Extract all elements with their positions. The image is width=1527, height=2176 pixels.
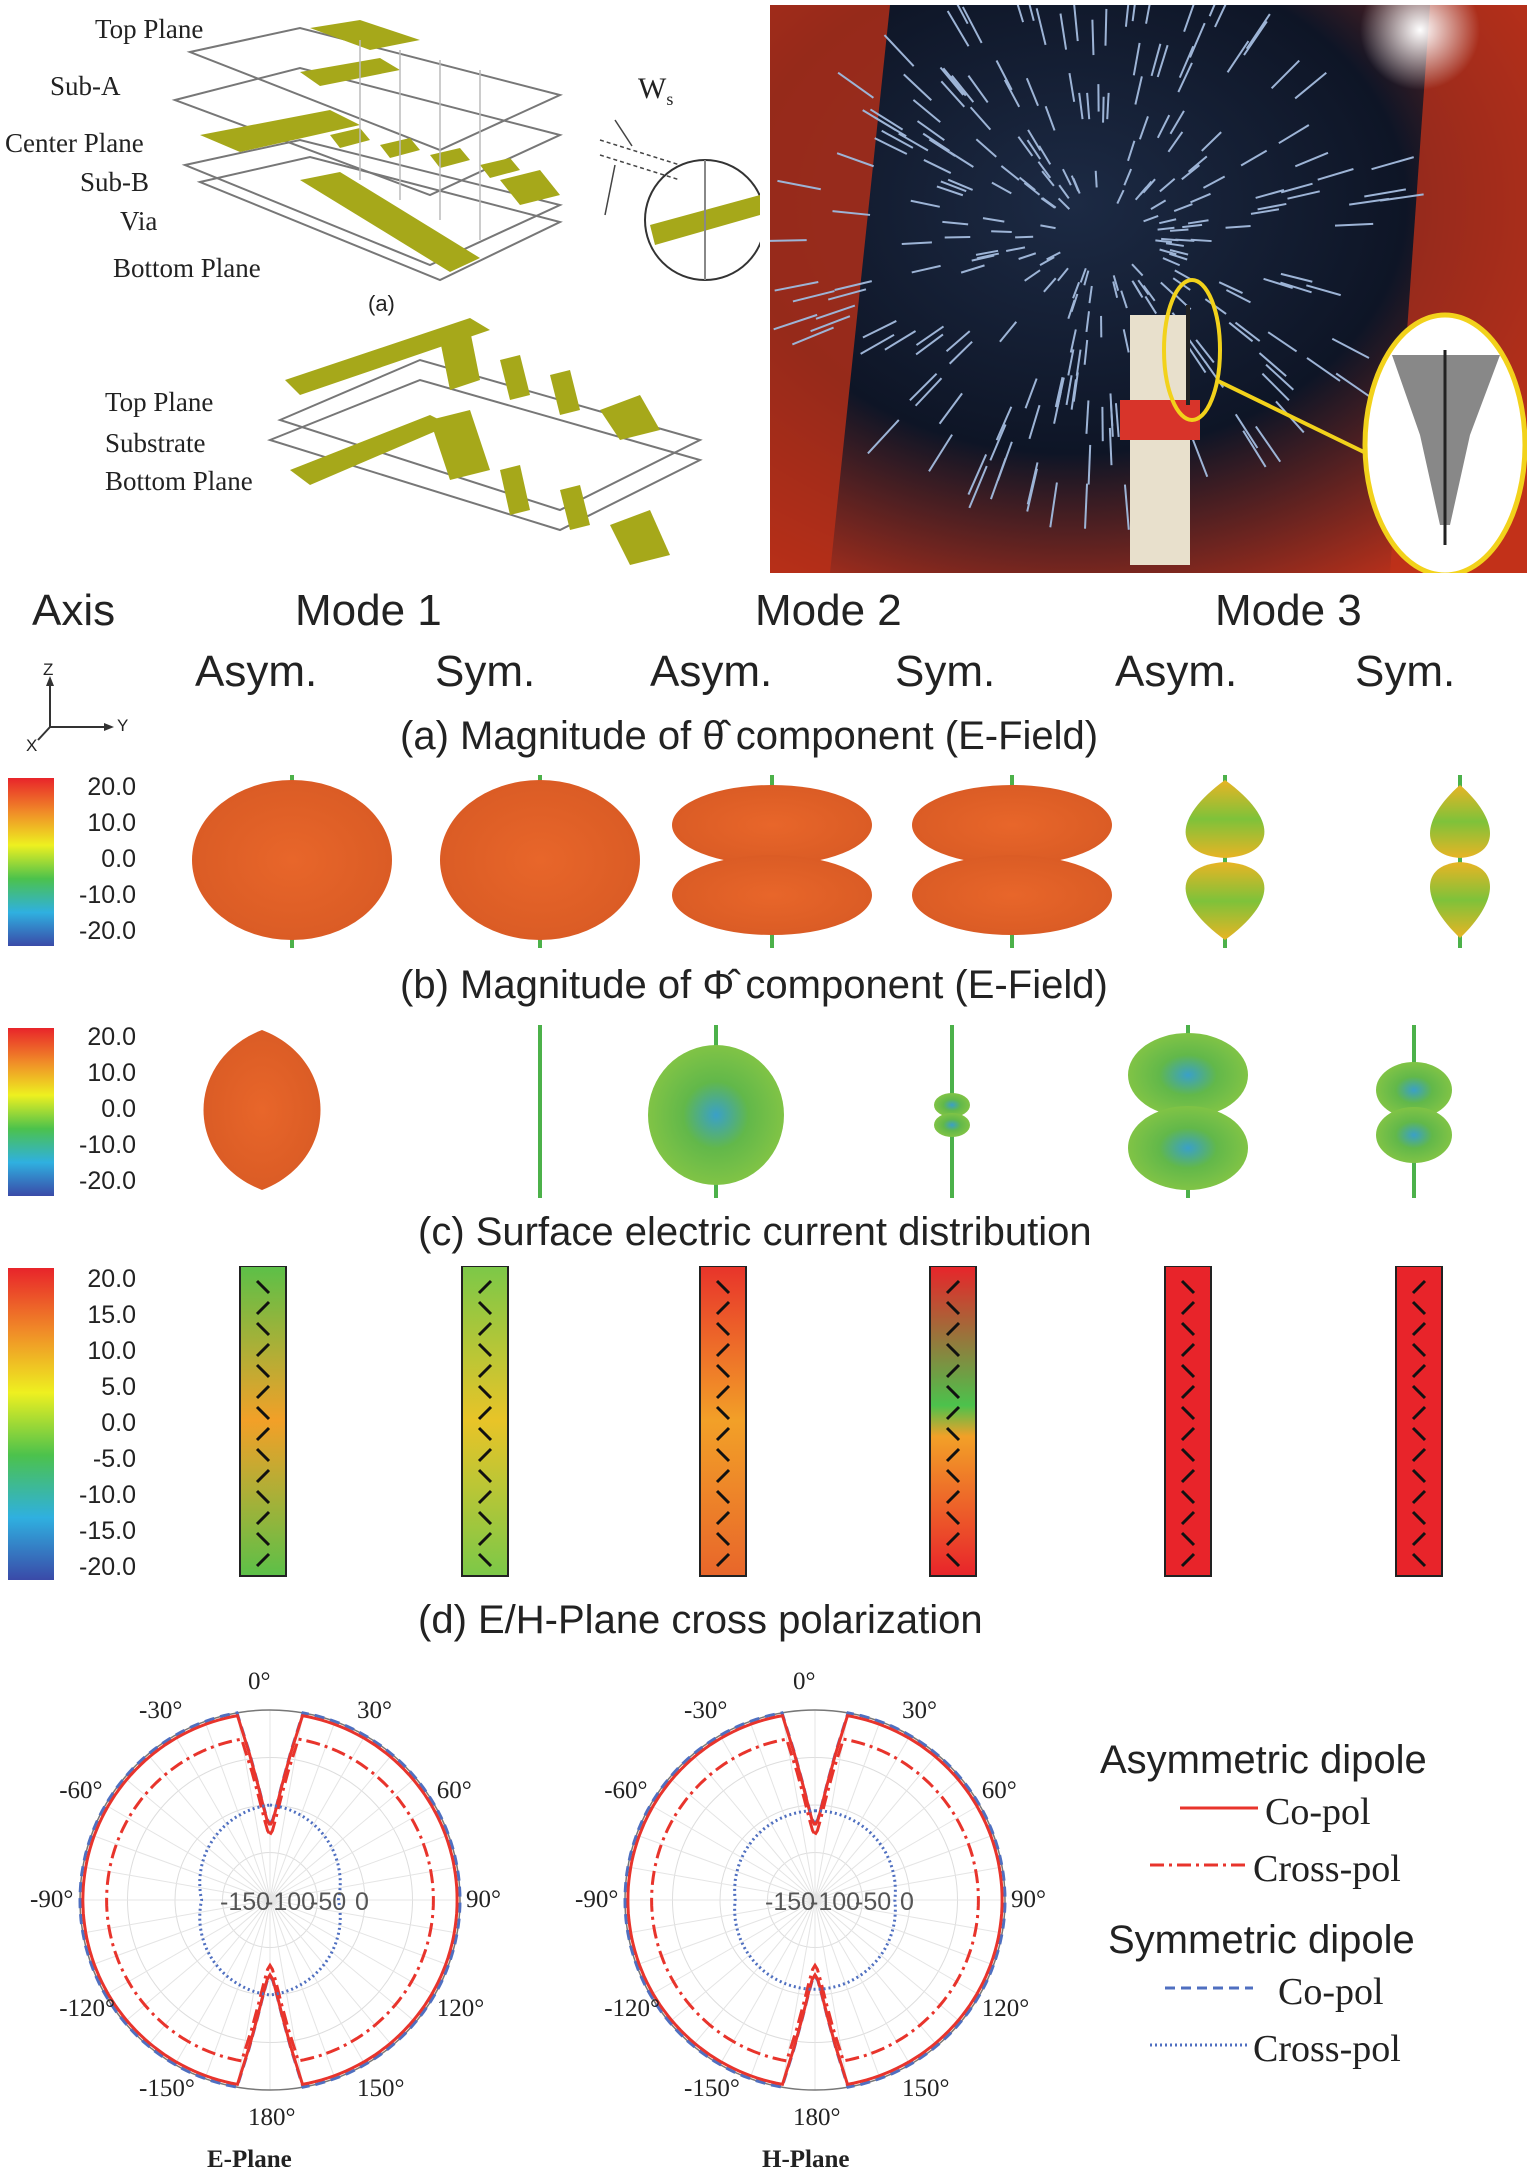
polar-angle-label: 30° bbox=[357, 1697, 392, 1725]
type-header-3: Asym. bbox=[650, 647, 772, 697]
polar-angle-label: -60° bbox=[604, 1777, 647, 1805]
polar-radial-label: 0 bbox=[355, 1888, 369, 1917]
layer-label-top-plane-b: Top Plane bbox=[105, 387, 213, 418]
cb1-tick-3: -10.0 bbox=[48, 881, 136, 910]
mode-1-header: Mode 1 bbox=[295, 586, 442, 636]
layer-label-via: Via bbox=[120, 206, 157, 237]
polar-angle-label: 90° bbox=[1011, 1886, 1046, 1914]
cb3-tick-0: 20.0 bbox=[48, 1265, 136, 1294]
h-plane-title: H-Plane bbox=[762, 2146, 850, 2174]
legend-asym-crosspol-label: Cross-pol bbox=[1253, 1847, 1401, 1891]
polar-radial-label: -50 bbox=[310, 1888, 346, 1917]
legend-asym-copol-label: Co-pol bbox=[1265, 1790, 1371, 1834]
polar-angle-label: 60° bbox=[982, 1777, 1017, 1805]
type-header-4: Sym. bbox=[895, 647, 995, 697]
layer-label-sub-b: Sub-B bbox=[80, 167, 149, 198]
axis-header: Axis bbox=[32, 586, 115, 636]
mode-3-header: Mode 3 bbox=[1215, 586, 1362, 636]
polar-angle-label: -120° bbox=[59, 1995, 115, 2023]
polar-angle-label: 90° bbox=[466, 1886, 501, 1914]
anechoic-chamber-photo bbox=[770, 5, 1527, 573]
cb3-tick-4: 0.0 bbox=[48, 1409, 136, 1438]
polar-angle-label: 180° bbox=[248, 2104, 296, 2132]
current-distribution-row bbox=[200, 1266, 1500, 1581]
polar-angle-label: 30° bbox=[902, 1697, 937, 1725]
cb3-tick-5: -5.0 bbox=[48, 1445, 136, 1474]
axis-label-x: X bbox=[26, 736, 37, 756]
polar-radial-label: -150 bbox=[765, 1888, 815, 1917]
legend-sym-title: Symmetric dipole bbox=[1108, 1918, 1415, 1963]
legend-asym-crosspol-line bbox=[1150, 1855, 1250, 1875]
polar-angle-label: 0° bbox=[793, 1668, 816, 1696]
cb2-tick-4: -20.0 bbox=[48, 1167, 136, 1196]
legend-sym-crosspol-line bbox=[1150, 2035, 1250, 2055]
cb3-tick-2: 10.0 bbox=[48, 1337, 136, 1366]
layer-label-top-plane: Top Plane bbox=[95, 14, 203, 45]
polar-angle-label: -60° bbox=[59, 1777, 102, 1805]
cb1-tick-1: 10.0 bbox=[48, 809, 136, 838]
polar-angle-label: 120° bbox=[437, 1995, 485, 2023]
cb3-tick-7: -15.0 bbox=[48, 1517, 136, 1546]
layer-label-sub-a: Sub-A bbox=[50, 71, 121, 102]
polar-angle-label: -150° bbox=[139, 2075, 195, 2103]
row-title-current: (c) Surface electric current distributio… bbox=[418, 1210, 1092, 1255]
layer-label-center-plane: Center Plane bbox=[5, 128, 144, 159]
polar-angle-label: -30° bbox=[684, 1697, 727, 1725]
polar-angle-label: 120° bbox=[982, 1995, 1030, 2023]
ws-label: W bbox=[638, 72, 666, 105]
polar-radial-label: -150 bbox=[220, 1888, 270, 1917]
type-header-6: Sym. bbox=[1355, 647, 1455, 697]
e-plane-title: E-Plane bbox=[207, 2146, 292, 2174]
layer-label-bottom-plane: Bottom Plane bbox=[113, 253, 261, 284]
cb1-tick-0: 20.0 bbox=[48, 773, 136, 802]
legend-asym-title: Asymmetric dipole bbox=[1100, 1738, 1427, 1783]
row-title-phi: (b) Magnitude of Φ̂ component (E-Field) bbox=[400, 963, 1108, 1008]
polar-radial-label: -50 bbox=[855, 1888, 891, 1917]
polar-angle-label: 150° bbox=[902, 2075, 950, 2103]
polar-angle-label: -150° bbox=[684, 2075, 740, 2103]
axis-label-z: Z bbox=[43, 660, 53, 680]
type-header-2: Sym. bbox=[435, 647, 535, 697]
layer-label-bottom-plane-b: Bottom Plane bbox=[105, 466, 253, 497]
cb3-tick-8: -20.0 bbox=[48, 1553, 136, 1582]
polar-radial-label: -100 bbox=[265, 1888, 315, 1917]
cb2-tick-3: -10.0 bbox=[48, 1131, 136, 1160]
cb3-tick-6: -10.0 bbox=[48, 1481, 136, 1510]
legend-sym-copol-line bbox=[1165, 1978, 1255, 1998]
ws-subscript: s bbox=[666, 89, 673, 109]
row-title-theta: (a) Magnitude of θ̂ component (E-Field) bbox=[400, 714, 1098, 759]
polar-radial-label: 0 bbox=[900, 1888, 914, 1917]
type-header-5: Asym. bbox=[1115, 647, 1237, 697]
polar-angle-label: 180° bbox=[793, 2104, 841, 2132]
cb3-tick-3: 5.0 bbox=[48, 1373, 136, 1402]
type-header-1: Asym. bbox=[195, 647, 317, 697]
row-title-crosspol: (d) E/H-Plane cross polarization bbox=[418, 1598, 983, 1643]
layer-label-substrate: Substrate bbox=[105, 428, 206, 459]
polar-angle-label: -120° bbox=[604, 1995, 660, 2023]
cb1-tick-2: 0.0 bbox=[48, 845, 136, 874]
legend-asym-copol-line bbox=[1180, 1798, 1260, 1818]
phi-pattern-row bbox=[170, 1020, 1520, 1205]
legend-sym-crosspol-label: Cross-pol bbox=[1253, 2027, 1401, 2071]
polar-angle-label: 150° bbox=[357, 2075, 405, 2103]
subfigure-a-label: (a) bbox=[368, 291, 395, 317]
legend-sym-copol-label: Co-pol bbox=[1278, 1970, 1384, 2014]
cb2-tick-0: 20.0 bbox=[48, 1023, 136, 1052]
mode-2-header: Mode 2 bbox=[755, 586, 902, 636]
polar-angle-label: 60° bbox=[437, 1777, 472, 1805]
cb1-tick-4: -20.0 bbox=[48, 917, 136, 946]
cb3-tick-1: 15.0 bbox=[48, 1301, 136, 1330]
polar-angle-label: -30° bbox=[139, 1697, 182, 1725]
axis-label-y: Y bbox=[117, 716, 128, 736]
cb2-tick-1: 10.0 bbox=[48, 1059, 136, 1088]
polar-angle-label: 0° bbox=[248, 1668, 271, 1696]
polar-angle-label: -90° bbox=[575, 1886, 618, 1914]
polar-radial-label: -100 bbox=[810, 1888, 860, 1917]
cb2-tick-2: 0.0 bbox=[48, 1095, 136, 1124]
polar-angle-label: -90° bbox=[30, 1886, 73, 1914]
theta-pattern-row bbox=[170, 770, 1520, 955]
